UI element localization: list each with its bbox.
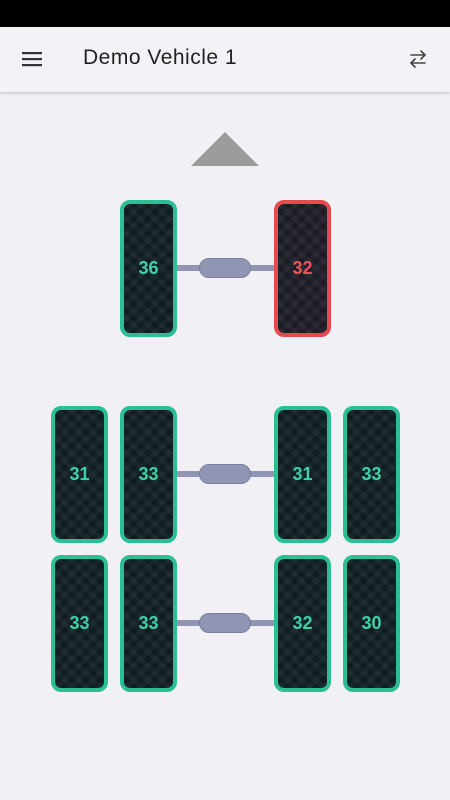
tire-pressure: 33	[69, 613, 90, 633]
tire-rear-right-inner[interactable]: 32	[274, 555, 331, 692]
tire-pressure: 32	[292, 258, 313, 278]
page-title: Demo Vehicle 1	[83, 46, 238, 69]
tire-middle-left-inner[interactable]: 33	[120, 406, 177, 543]
axle-middle-hub	[199, 464, 251, 484]
tire-pressure: 33	[361, 464, 382, 484]
tire-pressure: 33	[138, 613, 159, 633]
tire-rear-right-outer[interactable]: 30	[343, 555, 400, 692]
tire-front-right[interactable]: 32	[274, 200, 331, 337]
tire-rear-left-inner[interactable]: 33	[120, 555, 177, 692]
tire-middle-right-inner[interactable]: 31	[274, 406, 331, 543]
tire-pressure: 36	[138, 258, 159, 278]
axle-rear-hub	[199, 613, 251, 633]
status-bar	[0, 0, 450, 27]
tire-pressure: 33	[138, 464, 159, 484]
tire-pressure: 31	[292, 464, 313, 484]
tire-rear-left-outer[interactable]: 33	[51, 555, 108, 692]
tire-middle-left-outer[interactable]: 31	[51, 406, 108, 543]
triangle-up-icon	[191, 132, 259, 166]
menu-icon	[14, 41, 50, 77]
tire-pressure: 31	[69, 464, 90, 484]
menu-button[interactable]	[14, 41, 50, 77]
tire-pressure: 30	[361, 613, 382, 633]
axle-front-hub	[199, 258, 251, 278]
tire-pressure: 32	[292, 613, 313, 633]
app-bar: Demo Vehicle 1	[0, 27, 450, 92]
swap-icon	[400, 41, 436, 77]
tire-middle-right-outer[interactable]: 33	[343, 406, 400, 543]
tire-front-left[interactable]: 36	[120, 200, 177, 337]
swap-vehicle-button[interactable]	[400, 41, 436, 77]
